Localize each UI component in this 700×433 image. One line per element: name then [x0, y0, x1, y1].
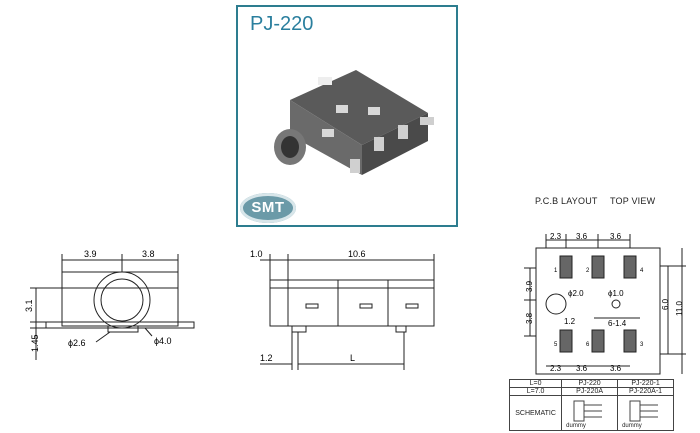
schematic-cell: PJ-220-1	[617, 379, 674, 388]
schematic-symbol-b	[629, 400, 658, 422]
front-dim-v1: 3.1	[24, 299, 34, 312]
pin-label: 4	[640, 268, 644, 274]
pin-label: 5	[554, 342, 558, 348]
pin-label: 3	[640, 342, 644, 348]
pcb-pad-size: 6-1.4	[608, 319, 627, 328]
pcb-layout-heading: P.C.B LAYOUT	[535, 196, 598, 206]
schematic-cell: L=0	[508, 379, 563, 388]
schematic-diagram-b: dummy	[617, 395, 674, 431]
front-view-drawing: 3.9 3.8 3.1 1.45 ϕ2.6 ϕ4.0	[24, 249, 195, 360]
pcb-dim-left-a: 3.9	[525, 280, 534, 292]
schematic-dummy-label: dummy	[622, 423, 642, 429]
pcb-dim-top-a: 2.3	[550, 232, 562, 241]
pcb-dim-right-b: 11.0	[675, 300, 684, 316]
front-dim-right: 3.8	[142, 249, 155, 259]
product-photo-panel: PJ-220 SMT	[236, 5, 458, 227]
product-title: PJ-220	[250, 13, 314, 35]
top-view-heading: TOP VIEW	[610, 196, 656, 206]
front-dim-left: 3.9	[84, 249, 97, 259]
pin-label: 6	[586, 342, 590, 348]
pcb-dim-bot-b: 3.6	[576, 364, 588, 373]
schematic-table: L=0 PJ-220 PJ-220-1 L=7.0 PJ-220A PJ-220…	[508, 379, 674, 431]
pin-label: 1	[554, 268, 558, 274]
product-photo	[274, 70, 434, 175]
pcb-dim-right-a: 6.0	[661, 298, 670, 310]
front-dim-v2: 1.45	[30, 334, 40, 352]
pcb-dim-top-c: 3.6	[610, 232, 622, 241]
pin-label: 2	[586, 268, 590, 274]
side-dim-b: 10.6	[348, 249, 366, 259]
schematic-label: SCHEMATIC	[508, 395, 563, 431]
pcb-dim-left-b: 3.8	[525, 312, 534, 324]
front-dia-b: ϕ4.0	[154, 336, 172, 346]
schematic-cell: PJ-220A-1	[617, 387, 674, 396]
side-dim-c: 1.2	[260, 353, 273, 363]
pcb-layout-drawing: 2.3 3.6 3.6 3.9 3.8 6.0 11.0 ϕ2.0 ϕ1.0 1…	[524, 232, 686, 375]
side-dim-l: L	[350, 353, 355, 363]
pcb-hole-a: ϕ2.0	[568, 289, 584, 298]
schematic-cell: PJ-220	[561, 379, 619, 388]
side-view-drawing: 1.0 10.6 1.2 L	[250, 249, 435, 370]
pcb-hole-b: ϕ1.0	[608, 289, 624, 298]
side-dim-a: 1.0	[250, 249, 263, 259]
front-dia-a: ϕ2.6	[68, 338, 86, 348]
schematic-symbol-a	[573, 400, 602, 422]
pcb-dim-top-b: 3.6	[576, 232, 588, 241]
pcb-dim-bot-c: 3.6	[610, 364, 622, 373]
pcb-dim-bot-a: 2.3	[550, 364, 562, 373]
schematic-cell: PJ-220A	[561, 387, 619, 396]
pcb-pad-gap: 1.2	[564, 317, 576, 326]
schematic-cell: L=7.0	[508, 387, 563, 396]
schematic-dummy-label: dummy	[566, 423, 586, 429]
smt-badge: SMT	[240, 193, 296, 223]
schematic-diagram-a: dummy	[561, 395, 619, 431]
